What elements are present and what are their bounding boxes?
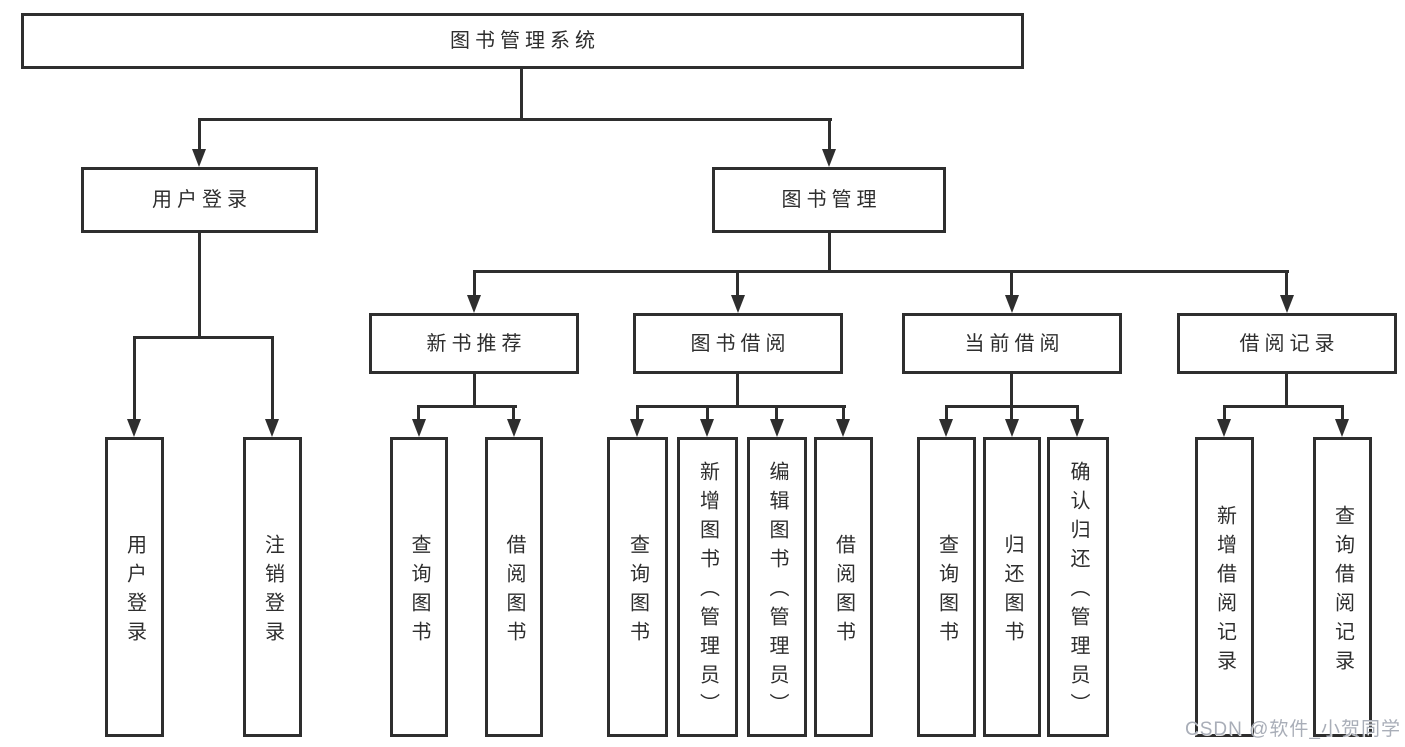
watermark: CSDN @软件_小贺同学 — [1185, 719, 1401, 740]
connector-line — [1341, 405, 1344, 421]
leaf-add-borrow-record: 新增借阅记录 — [1195, 437, 1254, 737]
connector-line — [828, 118, 831, 150]
connector-arrowhead — [822, 149, 836, 167]
connector-line — [1010, 405, 1013, 421]
connector-line — [417, 405, 420, 421]
leaf-current-query-books: 查询图书 — [917, 437, 976, 737]
connector-line — [198, 118, 832, 121]
connector-line — [198, 118, 201, 150]
connector-line — [198, 233, 201, 339]
connector-arrowhead — [939, 419, 953, 437]
leaf-recommend-borrow-books: 借阅图书 — [485, 437, 543, 737]
connector-line — [512, 405, 515, 421]
leaf-confirm-return-admin: 确认归还（管理员） — [1047, 437, 1109, 737]
node-user-login: 用户登录 — [81, 167, 318, 233]
connector-arrowhead — [1070, 419, 1084, 437]
connector-line — [1010, 270, 1013, 298]
connector-line — [736, 374, 739, 408]
connector-line — [1076, 405, 1079, 421]
connector-arrowhead — [630, 419, 644, 437]
connector-line — [842, 405, 845, 421]
leaf-user-login: 用户登录 — [105, 437, 164, 737]
connector-arrowhead — [1280, 295, 1294, 313]
leaf-return-books: 归还图书 — [983, 437, 1041, 737]
connector-line — [520, 69, 523, 121]
leaf-borrow-query-books: 查询图书 — [607, 437, 668, 737]
connector-line — [945, 405, 948, 421]
node-book-management: 图书管理 — [712, 167, 946, 233]
node-new-book-recommend: 新书推荐 — [369, 313, 579, 374]
leaf-logout: 注销登录 — [243, 437, 302, 737]
connector-line — [133, 336, 274, 339]
connector-arrowhead — [1005, 419, 1019, 437]
connector-arrowhead — [1005, 295, 1019, 313]
leaf-add-books-admin: 新增图书（管理员） — [677, 437, 738, 737]
connector-line — [828, 233, 831, 273]
connector-line — [1285, 270, 1288, 298]
connector-arrowhead — [700, 419, 714, 437]
connector-line — [1223, 405, 1226, 421]
connector-line — [1285, 374, 1288, 408]
node-book-borrow: 图书借阅 — [633, 313, 843, 374]
connector-arrowhead — [412, 419, 426, 437]
connector-line — [636, 405, 846, 408]
connector-line — [706, 405, 709, 421]
connector-line — [1223, 405, 1344, 408]
connector-line — [473, 270, 1289, 273]
connector-arrowhead — [127, 419, 141, 437]
connector-line — [271, 336, 274, 420]
connector-arrowhead — [265, 419, 279, 437]
connector-line — [473, 374, 476, 408]
connector-arrowhead — [836, 419, 850, 437]
leaf-recommend-query-books: 查询图书 — [390, 437, 448, 737]
connector-line — [417, 405, 517, 408]
connector-line — [133, 336, 136, 420]
connector-arrowhead — [1335, 419, 1349, 437]
connector-arrowhead — [731, 295, 745, 313]
connector-line — [1010, 374, 1013, 408]
connector-line — [636, 405, 639, 421]
leaf-borrow-books: 借阅图书 — [814, 437, 873, 737]
node-current-borrow: 当前借阅 — [902, 313, 1122, 374]
leaf-edit-books-admin: 编辑图书（管理员） — [747, 437, 807, 737]
leaf-query-borrow-record: 查询借阅记录 — [1313, 437, 1372, 737]
connector-arrowhead — [507, 419, 521, 437]
connector-arrowhead — [192, 149, 206, 167]
connector-line — [736, 270, 739, 298]
node-borrow-records: 借阅记录 — [1177, 313, 1397, 374]
connector-line — [473, 270, 476, 298]
connector-arrowhead — [467, 295, 481, 313]
connector-arrowhead — [770, 419, 784, 437]
connector-arrowhead — [1217, 419, 1231, 437]
connector-line — [775, 405, 778, 421]
node-root-library-management-system: 图书管理系统 — [21, 13, 1024, 69]
